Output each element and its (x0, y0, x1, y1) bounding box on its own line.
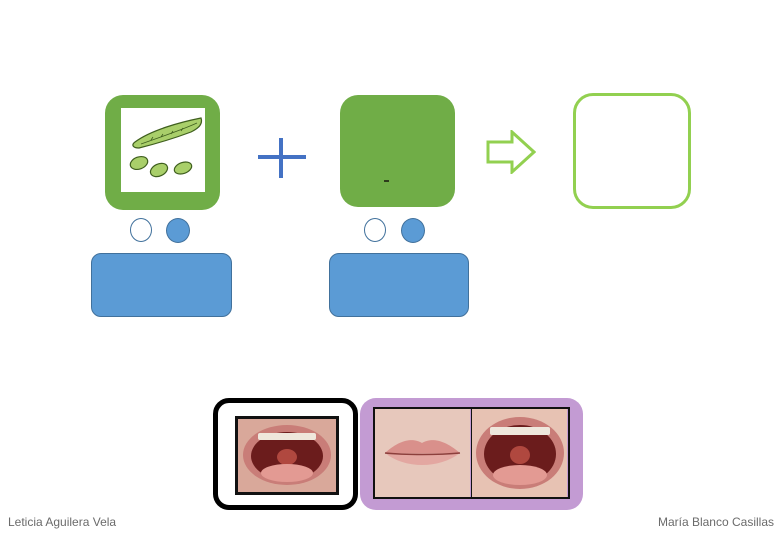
word-tile-2[interactable] (340, 95, 455, 207)
result-tile[interactable] (573, 93, 691, 209)
mouth-card-black[interactable] (213, 398, 358, 510)
answer-box-1[interactable] (91, 253, 232, 317)
open-mouth-photo (235, 416, 339, 495)
syllable-dot-filled[interactable] (401, 218, 425, 243)
right-arrow-outline-icon (486, 130, 536, 174)
open-mouth-photo (471, 407, 570, 499)
closed-lips-photo (373, 407, 472, 499)
syllable-dot-empty[interactable] (364, 218, 386, 242)
author-credit-right: María Blanco Casillas (658, 515, 774, 529)
syllable-dot-empty[interactable] (130, 218, 152, 242)
broad-beans-icon (121, 108, 205, 192)
plus-icon (258, 138, 306, 178)
mouth-card-purple[interactable] (360, 398, 583, 510)
word-tile-1[interactable] (105, 95, 220, 210)
author-credit-left: Leticia Aguilera Vela (8, 515, 116, 529)
small-mark (384, 180, 389, 182)
answer-box-2[interactable] (329, 253, 469, 317)
broad-beans-picture (121, 108, 205, 192)
syllable-dot-filled[interactable] (166, 218, 190, 243)
